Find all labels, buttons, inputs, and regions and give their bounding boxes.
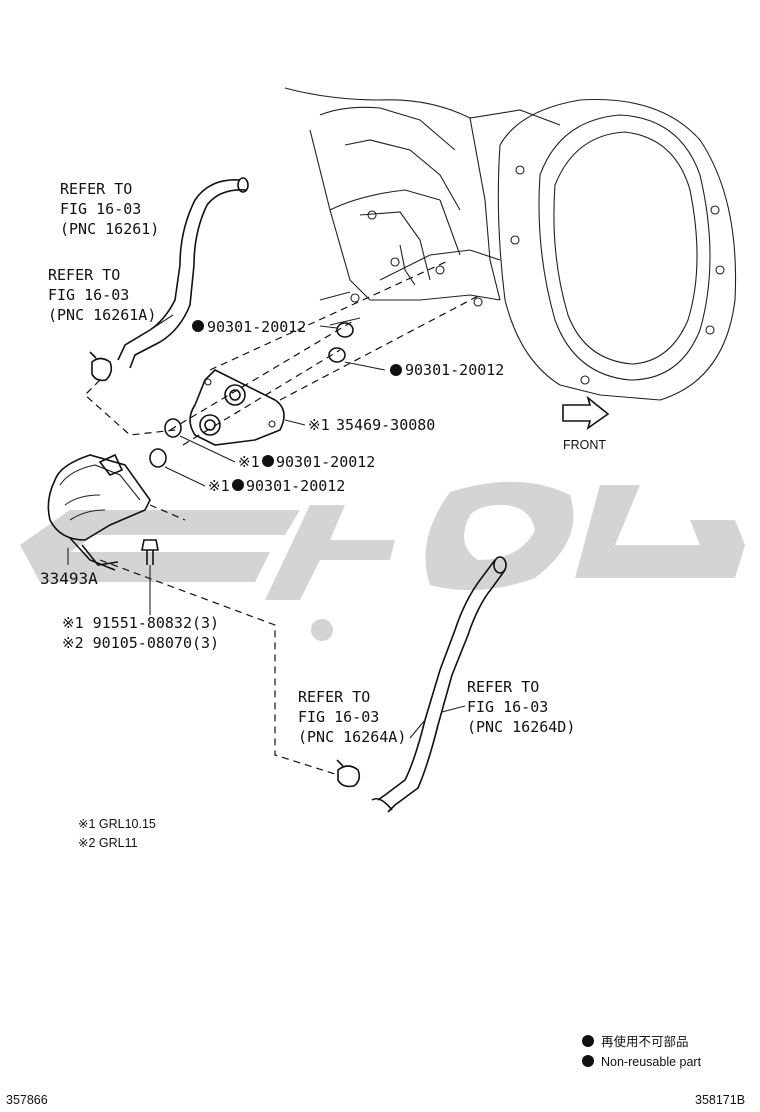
leader-16264A bbox=[409, 719, 426, 739]
part-bolt-1: ※1 91551-80832(3) bbox=[62, 614, 219, 632]
filled-circle-icon bbox=[192, 320, 204, 332]
leader-oring-b bbox=[164, 466, 206, 487]
leader-gasket-right bbox=[344, 361, 386, 371]
svg-text:REFER TO: REFER TO bbox=[48, 266, 120, 284]
svg-text:※1: ※1 bbox=[238, 453, 260, 471]
hose-lower bbox=[371, 556, 507, 813]
dashline-clamp-upper bbox=[84, 379, 176, 436]
svg-text:※1: ※1 bbox=[308, 416, 330, 434]
watermark-logo bbox=[20, 481, 745, 641]
leader-oring-a bbox=[179, 435, 236, 463]
front-arrow-icon bbox=[562, 395, 610, 430]
oring-a-ring bbox=[164, 418, 182, 438]
part-gasket-upper: 90301-20012 bbox=[192, 318, 306, 336]
transmission-housing bbox=[284, 87, 737, 401]
svg-text:(PNC 16261): (PNC 16261) bbox=[60, 220, 159, 238]
filled-circle-icon bbox=[232, 479, 244, 491]
svg-text:FIG 16-03: FIG 16-03 bbox=[48, 286, 129, 304]
part-oring-b: ※1 90301-20012 bbox=[208, 477, 345, 495]
svg-text:FIG 16-03: FIG 16-03 bbox=[467, 698, 548, 716]
svg-text:REFER TO: REFER TO bbox=[467, 678, 539, 696]
leader-16261A bbox=[149, 314, 174, 331]
part-adapter: ※1 35469-30080 bbox=[308, 416, 435, 434]
part-oring-a: ※1 90301-20012 bbox=[238, 453, 375, 471]
svg-text:FIG 16-03: FIG 16-03 bbox=[298, 708, 379, 726]
svg-text:35469-30080: 35469-30080 bbox=[336, 416, 435, 434]
leader-adapter bbox=[284, 419, 306, 426]
svg-text:(PNC 16264A): (PNC 16264A) bbox=[298, 728, 406, 746]
svg-text:90301-20012: 90301-20012 bbox=[276, 453, 375, 471]
hose-clamp-upper bbox=[89, 351, 113, 382]
filled-circle-icon bbox=[390, 364, 402, 376]
svg-text:(PNC 16264D): (PNC 16264D) bbox=[467, 718, 575, 736]
oring-b-ring bbox=[149, 448, 167, 468]
part-bolt-2: ※2 90105-08070(3) bbox=[62, 634, 219, 652]
part-gasket-right: 90301-20012 bbox=[390, 361, 504, 379]
svg-text:※1: ※1 bbox=[208, 477, 230, 495]
oil-cooler bbox=[47, 453, 151, 571]
bolt bbox=[141, 539, 159, 565]
svg-text:90301-20012: 90301-20012 bbox=[207, 318, 306, 336]
svg-text:90301-20012: 90301-20012 bbox=[405, 361, 504, 379]
svg-text:(PNC 16261A): (PNC 16261A) bbox=[48, 306, 156, 324]
dashline-lower bbox=[99, 504, 339, 776]
front-label: FRONT bbox=[563, 438, 606, 452]
footer-right-id: 358171B bbox=[695, 1093, 745, 1107]
legend-jp: 再使用不可部品 bbox=[601, 1034, 689, 1049]
footer-left-id: 357866 bbox=[6, 1093, 48, 1107]
legend-en: Non-reusable part bbox=[601, 1055, 702, 1069]
svg-text:REFER TO: REFER TO bbox=[60, 180, 132, 198]
legend: 再使用不可部品 Non-reusable part bbox=[582, 1034, 702, 1069]
refer-16261A: REFER TO FIG 16-03 (PNC 16261A) bbox=[48, 266, 156, 324]
gasket-upper-ring bbox=[336, 322, 354, 338]
svg-text:FIG 16-03: FIG 16-03 bbox=[60, 200, 141, 218]
refer-16264A: REFER TO FIG 16-03 (PNC 16264A) bbox=[298, 688, 406, 746]
leader-gasket-upper bbox=[319, 325, 338, 329]
hose-upper bbox=[117, 177, 249, 369]
filled-circle-icon bbox=[582, 1055, 594, 1067]
svg-text:90301-20012: 90301-20012 bbox=[246, 477, 345, 495]
refer-16264D: REFER TO FIG 16-03 (PNC 16264D) bbox=[467, 678, 575, 736]
note-2: ※2 GRL11 bbox=[78, 836, 138, 850]
svg-text:REFER TO: REFER TO bbox=[298, 688, 370, 706]
filled-circle-icon bbox=[582, 1035, 594, 1047]
part-cooler: 33493A bbox=[40, 569, 98, 588]
filled-circle-icon bbox=[262, 455, 274, 467]
note-1: ※1 GRL10.15 bbox=[78, 817, 156, 831]
gasket-right-ring bbox=[328, 347, 346, 363]
hose-clamp-lower bbox=[336, 759, 361, 788]
refer-16261: REFER TO FIG 16-03 (PNC 16261) bbox=[60, 180, 159, 238]
leader-16264D bbox=[441, 705, 466, 713]
cooler-adapter-plate bbox=[189, 369, 285, 446]
